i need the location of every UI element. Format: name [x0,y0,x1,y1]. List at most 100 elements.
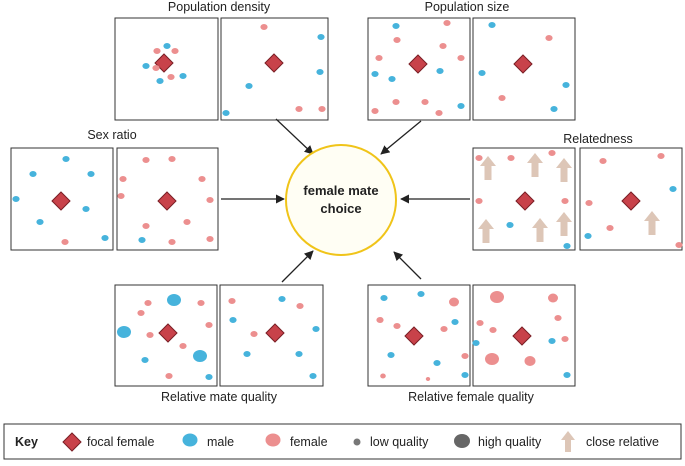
close-relative-arrow [532,218,548,242]
female-dot [146,331,154,339]
male-dot [295,350,303,358]
female-dot [599,157,607,165]
male-dot [142,62,150,70]
female-dot [393,322,401,330]
female-dot [206,235,214,243]
male-dot [312,325,320,333]
male-dot [478,69,486,77]
high-quality-icon [454,434,470,448]
panels [10,17,683,387]
female-dot [295,105,303,113]
male-dot [193,350,207,362]
male-dot [584,232,592,240]
label-population-size: Population size [425,0,510,14]
male-dot [669,185,677,193]
close-relative-arrow [478,219,494,243]
male-dot [138,236,146,244]
label-relatedness: Relatedness [563,132,633,146]
male-dot [506,221,514,229]
female-dot [490,291,504,303]
male-dot [87,170,95,178]
arrows [221,118,470,283]
female-dot [61,238,69,246]
male-dot [317,33,325,41]
male-dot [563,242,571,250]
female-dot [443,19,451,27]
male-dot [222,109,230,117]
female-dot [657,152,665,160]
male-dot [12,195,20,203]
focal-female-diamond [621,191,641,211]
female-dot [228,297,236,305]
male-dot [117,326,131,338]
male-dot [245,82,253,90]
male-dot [29,170,37,178]
center-label-line1: female mate [303,183,378,198]
female-dot [675,241,683,249]
close-relative-arrow [480,156,496,180]
female-dot [475,154,483,162]
close-relative-arrow [556,158,572,182]
male-dot [179,72,187,80]
male-icon [182,433,198,447]
focal-female-icon [62,432,82,452]
arrow-population-density [275,118,314,155]
female-dot [475,197,483,205]
female-dot [171,47,179,55]
female-dot [296,302,304,310]
male-dot [167,294,181,306]
key-label-focal-female: focal female [87,435,154,449]
male-dot [548,337,556,345]
key-label-close-relative: close relative [586,435,659,449]
focal-female-diamond [264,53,284,73]
arrow-relative-mate-quality [281,250,314,283]
female-dot [449,297,459,307]
female-dot [198,175,206,183]
female-dot [152,64,160,72]
male-dot [62,155,70,163]
male-dot [433,359,441,367]
female-dot [461,352,469,360]
male-dot [472,339,480,347]
female-dot [260,23,268,31]
key-label-female: female [290,435,328,449]
male-dot [156,77,164,85]
male-dot [36,218,44,226]
female-dot [440,325,448,333]
female-dot [561,335,569,343]
female-dot [435,109,443,117]
label-relative-mate-quality: Relative mate quality [161,390,278,404]
male-dot [229,316,237,324]
female-icon [265,433,281,447]
arrow-population-size [380,120,422,155]
focal-female-diamond [404,326,424,346]
female-dot [489,326,497,334]
male-dot [451,318,459,326]
male-dot [141,356,149,364]
female-dot [168,155,176,163]
female-dot [425,377,431,381]
label-population-density: Population density [168,0,271,14]
female-dot [545,34,553,42]
female-dot [371,107,379,115]
female-dot [168,238,176,246]
male-dot [387,351,395,359]
male-dot [550,105,558,113]
female-dot [476,319,484,327]
focal-female-diamond [158,323,178,343]
male-dot [461,371,469,379]
female-dot [606,224,614,232]
key-label-high-quality: high quality [478,435,542,449]
close-relative-icon [561,431,575,452]
close-relative-arrow [556,212,572,236]
female-dot [375,54,383,62]
center-label-line2: choice [320,201,361,216]
arrow-relative-female-quality [393,251,422,280]
focal-female-diamond [265,323,285,343]
female-dot [376,316,384,324]
male-dot [563,371,571,379]
label-relative-female-quality: Relative female quality [408,390,535,404]
male-dot [316,68,324,76]
male-dot [488,21,496,29]
